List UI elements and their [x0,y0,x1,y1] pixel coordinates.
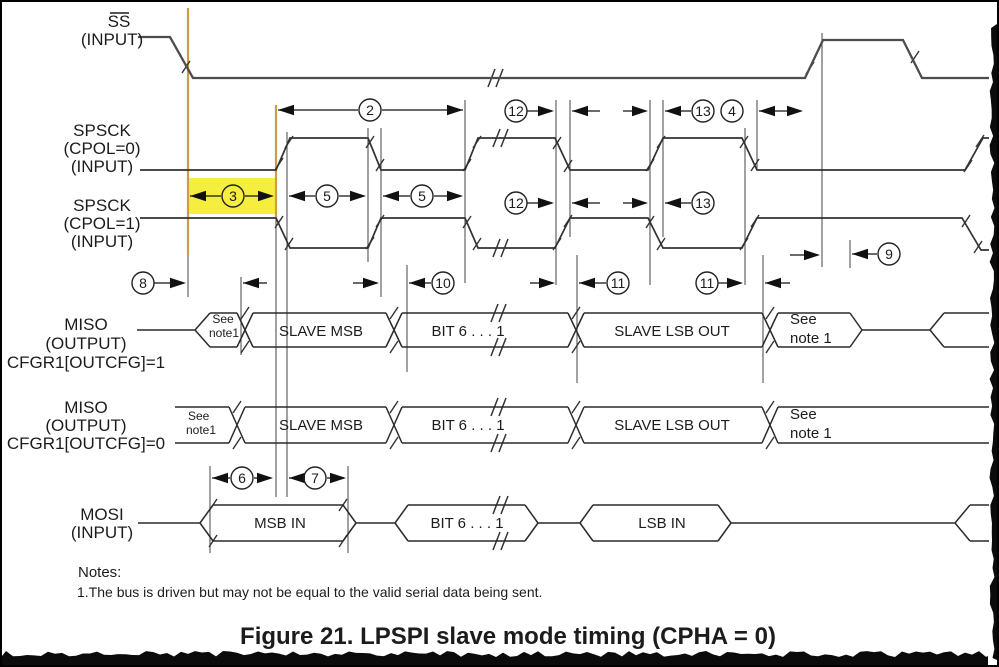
dim-number: 5 [323,188,331,204]
signal-mode: (CPOL=1) [64,214,141,233]
dim-circle-8: 8 [131,271,155,295]
bus-label-bits: BIT 6 . . . 1 [431,323,504,340]
signal-label-ss: SS (INPUT) [81,12,143,49]
dim-number: 11 [700,275,715,291]
dim-circle-6: 6 [230,466,254,490]
dim-number: 2 [366,102,374,118]
signal-label-miso-outcfg1: MISO (OUTPUT) CFGR1[OUTCFG]=1 [7,315,165,372]
signal-direction: (INPUT) [71,523,133,542]
bus-label-see-note: See [790,406,817,423]
dim-circle-7: 7 [303,466,327,490]
signal-direction: (INPUT) [81,30,143,49]
signal-name: MOSI [80,505,123,524]
dim-circle-3: 3 [221,184,245,208]
scan-artifact-right [989,24,997,660]
bus-label-see-note: See [188,409,210,423]
signal-name: MISO [64,315,107,334]
dim-number: 4 [728,103,736,119]
ss-waveform [138,35,989,80]
figure-caption: Figure 21. LPSPI slave mode timing (CPHA… [240,623,776,650]
signal-label-spsck-cpol0: SPSCK (CPOL=0) (INPUT) [64,121,141,176]
dim-number: 5 [418,188,426,204]
dim-number: 3 [229,188,237,204]
signal-label-spsck-cpol1: SPSCK (CPOL=1) (INPUT) [64,196,141,251]
spsck-cpol0-waveform [140,137,989,171]
note-1: 1.The bus is driven but may not be equal… [77,584,542,600]
dim-number: 7 [311,470,319,486]
miso-outcfg1-bus [137,312,989,348]
signal-name: SPSCK [73,121,131,140]
dim-circle-9: 9 [877,242,901,266]
miso-outcfg0-bus [175,406,989,444]
notes-heading: Notes: [78,564,121,581]
dim-number: 6 [238,470,246,486]
signal-label-mosi: MOSI (INPUT) [71,505,133,542]
signal-name: SPSCK [73,196,131,215]
bus-label-slave-msb: SLAVE MSB [279,417,363,434]
dim-number: 12 [508,195,524,211]
signal-direction: (INPUT) [71,157,133,176]
spsck-cpol1-waveform [140,217,989,251]
bus-label-slave-lsb: SLAVE LSB OUT [614,323,730,340]
signal-mode: (CPOL=0) [64,139,141,158]
bus-label-see-note: See [212,312,234,326]
signal-direction: (INPUT) [71,232,133,251]
bus-label-msb-in: MSB IN [254,515,306,532]
dim-circle-5b: 5 [410,184,434,208]
tick-marks [181,50,985,548]
dim-number: 13 [695,195,711,211]
bus-label-see-note: note 1 [790,330,832,347]
signal-config: CFGR1[OUTCFG]=0 [7,434,165,453]
dim-number: 10 [435,275,451,291]
bus-label-see-note: note 1 [790,425,832,442]
scan-artifact-bottom [2,651,988,665]
dim-circle-5a: 5 [315,184,339,208]
dim-circle-12a: 12 [504,99,528,123]
dim-circle-10: 10 [431,271,455,295]
signal-name: SS [108,12,131,31]
break-marks [487,68,509,551]
mosi-bus [138,504,989,542]
guide-lines [186,8,851,553]
dim-number: 13 [695,103,711,119]
signal-name: MISO [64,398,107,417]
dim-circle-13a: 13 [691,99,715,123]
bus-label-lsb-in: LSB IN [638,515,686,532]
signal-config: CFGR1[OUTCFG]=1 [7,353,165,372]
dim-circle-12b: 12 [504,191,528,215]
signal-direction: (OUTPUT) [45,334,126,353]
bus-label-bits: BIT 6 . . . 1 [430,515,503,532]
dim-circle-2: 2 [358,98,382,122]
signal-label-miso-outcfg0: MISO (OUTPUT) CFGR1[OUTCFG]=0 [7,398,165,453]
dim-number: 9 [885,246,893,262]
bus-label-slave-lsb: SLAVE LSB OUT [614,417,730,434]
bus-label-see-note: note1 [186,423,216,437]
dim-number: 8 [139,275,147,291]
dim-circle-4: 4 [720,99,744,123]
signal-direction: (OUTPUT) [45,416,126,435]
dim-number: 12 [508,103,524,119]
bus-label-see-note: See [790,311,817,328]
bus-label-bits: BIT 6 . . . 1 [431,417,504,434]
dim-number: 11 [611,275,626,291]
dimension-arrows [170,104,868,484]
bus-label-slave-msb: SLAVE MSB [279,323,363,340]
dim-circle-11a: 11 [606,271,630,295]
bus-label-see-note: note1 [209,326,239,340]
dim-circle-13b: 13 [691,191,715,215]
dim-circle-11b: 11 [695,271,719,295]
